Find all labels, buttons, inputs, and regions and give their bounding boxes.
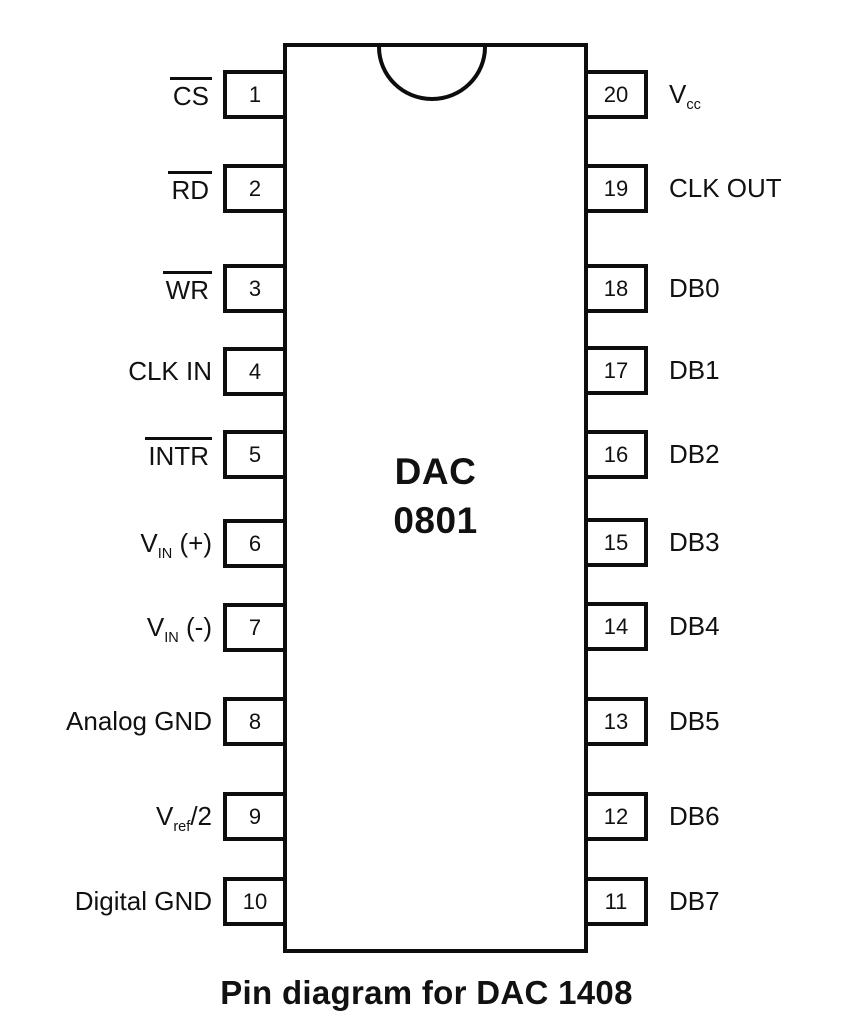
pin-row-8: Analog GND 8	[0, 697, 287, 746]
pin-number-box-7: 7	[223, 603, 287, 652]
pin-row-14: 14 DB4	[584, 602, 853, 651]
pin-label-16: DB2	[669, 439, 720, 469]
pin-number-box-3: 3	[223, 264, 287, 313]
pin-number-box-9: 9	[223, 792, 287, 841]
pin-row-18: 18 DB0	[584, 264, 853, 313]
pin-number-15: 15	[603, 529, 629, 555]
pin-number-box-10: 10	[223, 877, 287, 926]
caption: Pin diagram for DAC 1408	[220, 974, 633, 1011]
pin-number-box-19: 19	[584, 164, 648, 213]
pin-label-1: CS	[169, 77, 212, 112]
pin-number-box-1: 1	[223, 70, 287, 119]
chip-name-line2: 0801	[393, 500, 478, 542]
pin-number-box-13: 13	[584, 697, 648, 746]
pin-label-8: Analog GND	[66, 706, 212, 736]
pin-number-7: 7	[248, 614, 262, 640]
chip-name-line1: DAC	[394, 451, 477, 493]
pin-row-17: 17 DB1	[584, 346, 853, 395]
pin-label-4: CLK IN	[128, 356, 212, 386]
pin-number-18: 18	[603, 275, 629, 301]
pin-number-3: 3	[248, 275, 262, 301]
pin-row-10: Digital GND 10	[0, 877, 287, 926]
pin-label-6: VIN (+)	[140, 528, 212, 563]
pin-row-5: INTR 5	[0, 430, 287, 479]
pin-row-16: 16 DB2	[584, 430, 853, 479]
pin-label-20: Vcc	[669, 79, 701, 114]
pin-number-12: 12	[603, 803, 629, 829]
pin-row-3: WR 3	[0, 264, 287, 313]
pin-number-box-18: 18	[584, 264, 648, 313]
pin-row-12: 12 DB6	[584, 792, 853, 841]
pin-number-19: 19	[603, 175, 629, 201]
pin-label-9: Vref/2	[155, 801, 212, 836]
pin-label-13: DB5	[669, 706, 720, 736]
pin-label-3: WR	[162, 271, 212, 306]
pin-number-box-8: 8	[223, 697, 287, 746]
chip-body: DAC 0801	[283, 43, 588, 953]
pin-number-box-12: 12	[584, 792, 648, 841]
pin-number-1: 1	[248, 81, 262, 107]
pin-number-box-16: 16	[584, 430, 648, 479]
pin-label-15: DB3	[669, 527, 720, 557]
pin-number-6: 6	[248, 530, 262, 556]
pin-row-9: Vref/2 9	[0, 792, 287, 841]
pin-row-20: 20 Vcc	[584, 70, 853, 119]
pin-label-17: DB1	[669, 355, 720, 385]
pin-number-5: 5	[248, 441, 262, 467]
pin-label-19: CLK OUT	[669, 173, 782, 203]
pin-number-16: 16	[603, 441, 629, 467]
pin-number-box-4: 4	[223, 347, 287, 396]
chip-notch-icon	[377, 47, 487, 101]
pin-number-box-2: 2	[223, 164, 287, 213]
pin-row-7: VIN (-) 7	[0, 603, 287, 652]
pin-number-box-15: 15	[584, 518, 648, 567]
pin-label-12: DB6	[669, 801, 720, 831]
pin-label-11: DB7	[669, 886, 720, 916]
pin-number-box-17: 17	[584, 346, 648, 395]
pin-number-box-14: 14	[584, 602, 648, 651]
pin-number-13: 13	[603, 708, 629, 734]
pin-label-18: DB0	[669, 273, 720, 303]
pin-label-10: Digital GND	[74, 886, 212, 916]
pin-number-2: 2	[248, 175, 262, 201]
pin-label-14: DB4	[669, 611, 720, 641]
pin-number-box-11: 11	[584, 877, 648, 926]
pin-row-1: CS 1	[0, 70, 287, 119]
chip-name: DAC 0801	[287, 447, 584, 545]
pin-row-15: 15 DB3	[584, 518, 853, 567]
pin-number-20: 20	[603, 81, 629, 107]
pin-number-box-6: 6	[223, 519, 287, 568]
pin-label-5: INTR	[145, 437, 212, 472]
pin-label-7: VIN (-)	[146, 612, 212, 647]
pin-number-10: 10	[242, 888, 268, 914]
pin-row-2: RD 2	[0, 164, 287, 213]
pin-number-8: 8	[248, 708, 262, 734]
pin-number-9: 9	[248, 803, 262, 829]
pin-row-6: VIN (+) 6	[0, 519, 287, 568]
pin-row-13: 13 DB5	[584, 697, 853, 746]
pin-number-14: 14	[603, 613, 629, 639]
pin-number-11: 11	[604, 888, 628, 914]
pin-row-4: CLK IN 4	[0, 347, 287, 396]
pin-row-11: 11 DB7	[584, 877, 853, 926]
pin-number-box-5: 5	[223, 430, 287, 479]
pin-number-17: 17	[603, 357, 629, 383]
pin-label-2: RD	[168, 171, 212, 206]
pin-row-19: 19 CLK OUT	[584, 164, 853, 213]
pin-number-4: 4	[248, 358, 262, 384]
pin-number-box-20: 20	[584, 70, 648, 119]
